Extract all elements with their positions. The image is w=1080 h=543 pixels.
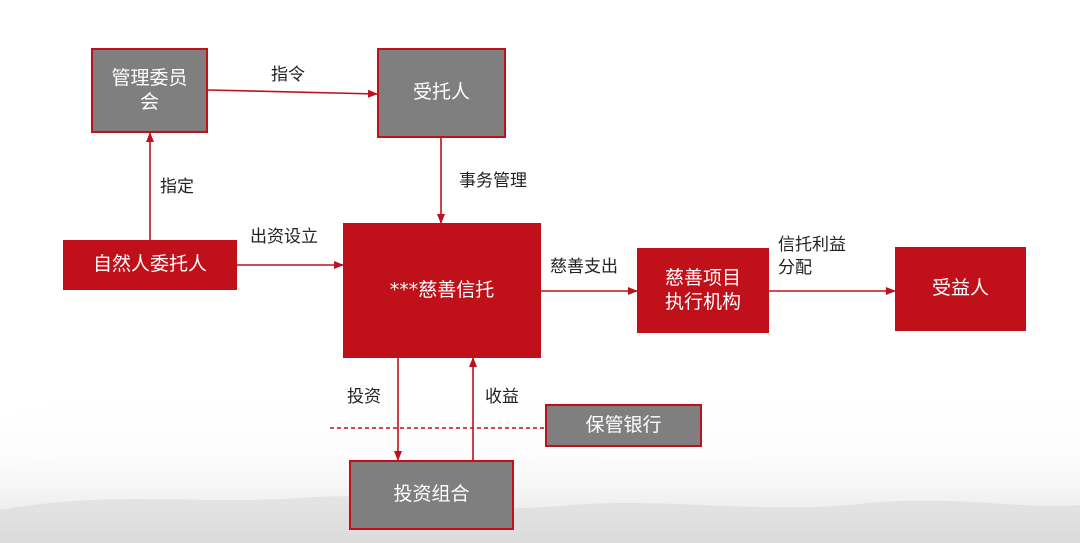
committee-box: 管理委员会 (91, 48, 208, 133)
trust-box: ***慈善信托 (343, 223, 541, 358)
edge-label-fund: 出资设立 (250, 227, 318, 247)
trustee-box: 受托人 (377, 48, 506, 138)
portfolio-box: 投资组合 (349, 460, 514, 530)
trust-label: ***慈善信托 (389, 278, 495, 301)
arrow-instruction (207, 89, 378, 98)
edge-label-instruction: 指令 (271, 65, 305, 85)
committee-label: 管理委员会 (111, 66, 188, 113)
agency-box: 慈善项目执行机构 (637, 248, 769, 333)
custodian-label: 保管银行 (585, 413, 662, 436)
edge-label-distribution-2: 分配 (778, 258, 812, 278)
edge-label-invest: 投资 (347, 387, 381, 407)
settlor-label: 自然人委托人 (92, 253, 207, 276)
settlor-box: 自然人委托人 (63, 240, 237, 290)
edge-label-expenditure: 慈善支出 (550, 257, 618, 277)
edge-label-appoint: 指定 (160, 177, 194, 197)
custodian-box: 保管银行 (545, 404, 702, 447)
edge-label-affairs: 事务管理 (459, 171, 527, 191)
beneficiary-box: 受益人 (895, 247, 1026, 331)
trustee-label: 受托人 (412, 81, 470, 104)
portfolio-label: 投资组合 (393, 483, 470, 506)
beneficiary-label: 受益人 (931, 277, 989, 300)
agency-label: 慈善项目执行机构 (664, 266, 741, 313)
edge-label-income: 收益 (485, 387, 519, 407)
edge-label-distribution-1: 信托利益 (778, 235, 846, 255)
